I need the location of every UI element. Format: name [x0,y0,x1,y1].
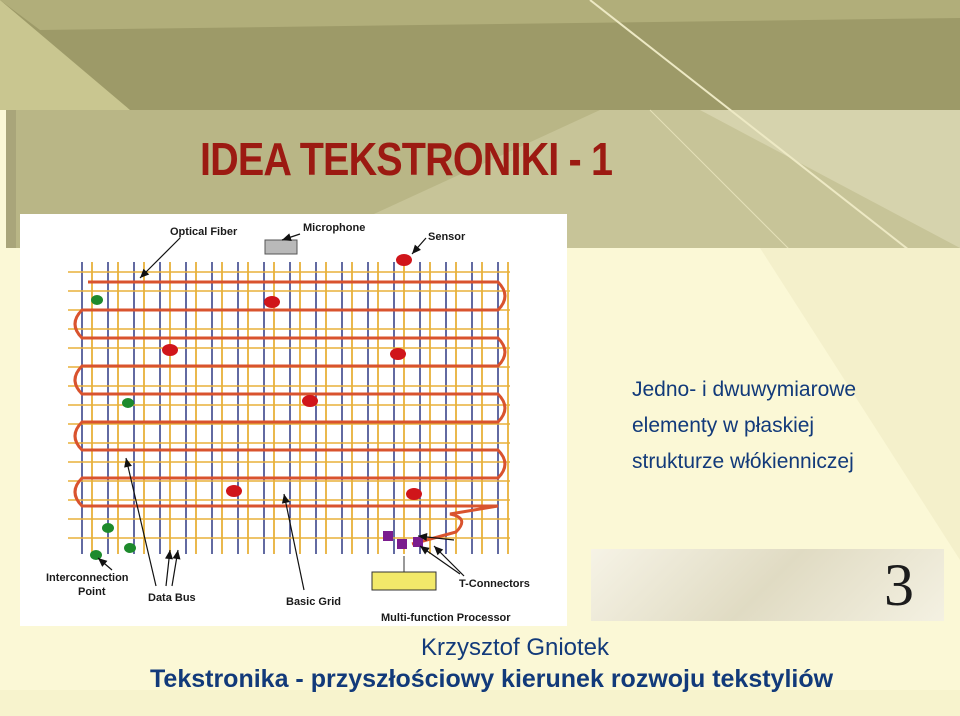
arrow-data-bus-1 [125,457,157,587]
label-point: Point [78,586,106,598]
label-microphone: Microphone [303,222,366,234]
t-connector [383,531,393,541]
side-description: Jedno- i dwuwymiarowe elementy w płaskie… [632,372,952,480]
page-number-box: 3 [591,549,944,621]
author-name: Krzysztof Gniotek [420,634,610,661]
page-number: 3 [884,552,914,618]
arrow-basic-grid [283,493,305,591]
arrow-basic-grid-head [281,494,290,504]
arrow-sensor-head [412,244,421,254]
arrow-t-connector-2-head [434,546,444,556]
microphone-element [264,239,298,255]
sensor-dot [390,348,406,360]
arrow-t-connector-3-head [418,533,428,541]
label-data-bus: Data Bus [148,592,196,604]
t-connector [397,539,407,549]
t-connector [413,537,423,547]
side-text-line: elementy w płaskiej [632,414,815,437]
label-sensor: Sensor [428,231,466,243]
sensor-dot [264,296,280,308]
sensor-dot [396,254,412,266]
slide-title: IDEA TEKSTRONIKI - 1 [200,133,613,185]
interconnection-dot [102,523,114,533]
arrow-data-bus-3-head [172,550,181,560]
interconnection-dot [90,550,102,560]
footer-title: Tekstronika - przyszłościowy kierunek ro… [150,665,834,693]
interconnection-dot [124,543,136,553]
processor-box [371,571,437,591]
label-basic-grid: Basic Grid [286,596,342,608]
interconnection-dot [122,398,134,408]
interconnection-dot [91,295,103,305]
label-optical-fiber: Optical Fiber [170,226,238,238]
sensor-dot [302,395,318,407]
diagram-drawing [68,233,510,591]
optical-fiber-path [73,280,507,546]
label-interconnection: Interconnection [46,572,129,584]
sensor-dot [162,344,178,356]
label-multi-function-processor: Multi-function Processor [381,612,511,624]
arrow-optical-fiber [139,237,181,279]
arrow-optical-fiber-head [140,268,150,278]
label-t-connectors: T-Connectors [459,578,530,590]
side-text-line: Jedno- i dwuwymiarowe [632,378,857,401]
arrow-microphone-head [282,233,292,241]
arrow-data-bus-1-head [124,458,132,468]
side-text-line: strukturze włókienniczej [632,450,854,473]
arrow-t-connector-1-head [420,546,430,555]
arrow-data-bus-2-head [165,550,173,560]
sensor-dot [406,488,422,500]
textile-grid-diagram: Optical Fiber Microphone Sensor Intercon… [20,214,567,626]
arrow-interconnection-head [98,558,108,567]
sensor-dot [226,485,242,497]
